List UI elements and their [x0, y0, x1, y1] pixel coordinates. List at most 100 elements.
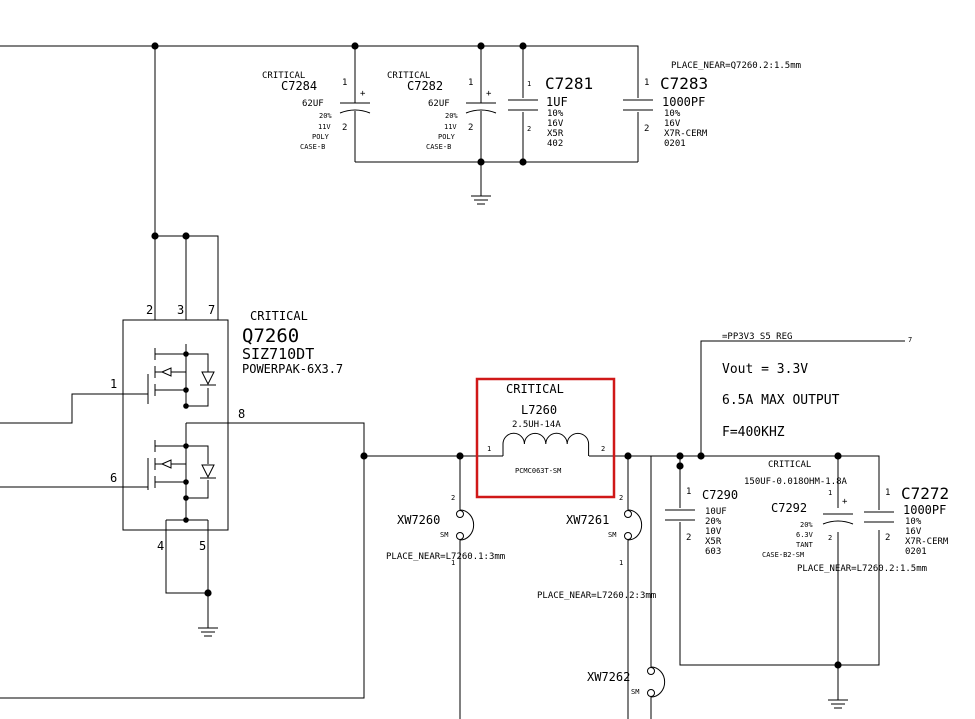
wires — [0, 45, 905, 719]
c7282-value: 62UF — [428, 99, 450, 109]
junction-dot — [151, 232, 159, 240]
source-ground-wire — [165, 530, 209, 594]
c7281-volt: 16V — [547, 119, 564, 129]
c7281-type: X5R — [547, 129, 564, 139]
junctions — [151, 42, 842, 669]
l7260-ref: L7260 — [521, 403, 557, 417]
capacitor-c7283: PLACE_NEAR=Q7260.2:1.5mm C7283 1000PF 10… — [623, 61, 801, 149]
c7284-pin1: 1 — [342, 78, 347, 88]
q7260-pin-5: 5 — [199, 539, 206, 553]
xw7262-sm: SM — [631, 688, 639, 696]
output-net: =PP3V3_S5_REG 7 Vout = 3.3V 6.5A MAX OUT… — [722, 332, 912, 440]
q7260-pin-3: 3 — [177, 303, 184, 317]
junction-dot — [477, 158, 485, 166]
c7284-tol: 20% — [319, 112, 332, 120]
c7281-tol: 10% — [547, 109, 564, 119]
junction-dot — [204, 589, 212, 597]
q7260-package: POWERPAK-6X3.7 — [242, 362, 343, 376]
c7290-type: X5R — [705, 537, 722, 547]
q7260-pin-4: 4 — [157, 539, 164, 553]
ground-symbol — [471, 190, 491, 205]
q7260-critical: CRITICAL — [250, 309, 308, 323]
c7284-type: POLY — [312, 133, 330, 141]
c7283-pin1: 1 — [644, 78, 649, 88]
net-pin: 7 — [908, 336, 912, 344]
note-vout: Vout = 3.3V — [722, 362, 808, 377]
c7290-pkg: 603 — [705, 547, 721, 557]
c7272-pkg: 0201 — [905, 547, 927, 557]
junction-dot — [182, 232, 190, 240]
c7272-place-note: PLACE_NEAR=L7260.2:1.5mm — [797, 564, 927, 574]
c7292-pin2: 2 — [828, 534, 832, 542]
c7284-pin2: 2 — [342, 123, 347, 133]
junction-dot — [456, 452, 464, 460]
junction-dot — [834, 661, 842, 669]
capacitor-c7281: C7281 1UF 10% 16V X5R 402 1 2 — [508, 74, 593, 149]
junction-dot — [477, 42, 485, 50]
note-max-output: 6.5A MAX OUTPUT — [722, 393, 840, 408]
note-frequency: F=400KHZ — [722, 425, 785, 440]
c7290-ref: C7290 — [702, 488, 738, 502]
c7282-volt: 11V — [444, 123, 457, 131]
c7292-tol: 20% — [800, 521, 813, 529]
c7292-pkg: CASE-B2-SM — [762, 551, 804, 559]
c7272-tol: 10% — [905, 517, 922, 527]
xw7261-pin1: 1 — [619, 559, 623, 567]
junction-dot — [519, 158, 527, 166]
c7290-pin2: 2 — [686, 533, 691, 543]
junction-dot — [834, 452, 842, 460]
c7284-pkg: CASE-B — [300, 143, 325, 151]
l7260-part: PCMC063T-SM — [515, 467, 561, 475]
shunt-xw7260: XW7260 SM 2 1 PLACE_NEAR=L7260.1:3mm — [386, 494, 505, 567]
c7292-ref: C7292 — [771, 501, 807, 515]
c7283-value: 1000PF — [662, 95, 705, 109]
c7284-ref: C7284 — [281, 79, 317, 93]
c7284-volt: 11V — [318, 123, 331, 131]
q7260-pin-8: 8 — [238, 407, 245, 421]
capacitor-c7284: CRITICAL C7284 62UF 20% 11V POLY CASE-B … — [262, 71, 371, 151]
c7281-pkg: 402 — [547, 139, 563, 149]
junction-dot — [151, 42, 159, 50]
xw7262-ref: XW7262 — [587, 670, 630, 684]
shunt-xw7261: XW7261 SM 2 1 PLACE_NEAR=L7260.2:3mm — [537, 494, 656, 601]
xw7260-place-note: PLACE_NEAR=L7260.1:3mm — [386, 552, 505, 562]
c7284-critical: CRITICAL — [262, 71, 305, 81]
c7282-critical: CRITICAL — [387, 71, 430, 81]
c7290-volt: 10V — [705, 527, 722, 537]
capacitor-c7292: CRITICAL 150UF-0.018OHM-1.8A C7292 20% 6… — [744, 460, 854, 559]
junction-dot — [676, 462, 684, 470]
cap-c7290-wire — [679, 456, 880, 666]
xw7260-sm: SM — [440, 531, 448, 539]
ground-symbol — [828, 698, 848, 709]
xw7261-ref: XW7261 — [566, 513, 609, 527]
c7283-ref: C7283 — [660, 74, 708, 93]
vout-tap-wire — [700, 340, 905, 456]
c7282-ref: C7282 — [407, 79, 443, 93]
c7283-volt: 16V — [664, 119, 681, 129]
c7282-pin2: 2 — [468, 123, 473, 133]
capacitor-c7282: CRITICAL C7282 62UF 20% 11V POLY CASE-B … — [387, 71, 497, 151]
q7260-pin-2: 2 — [146, 303, 153, 317]
q7260-pin-6: 6 — [110, 471, 117, 485]
q7260-part: SIZ710DT — [242, 345, 314, 363]
c7292-polarity: + — [842, 497, 848, 507]
junction-dot — [697, 452, 705, 460]
c7282-pin1: 1 — [468, 78, 473, 88]
capacitor-c7272: C7272 1000PF 10% 16V X7R-CERM 0201 1 2 P… — [797, 484, 949, 574]
c7281-pin2: 2 — [527, 125, 531, 133]
inductor-output-wire — [589, 455, 880, 512]
c7292-spec: 150UF-0.018OHM-1.8A — [744, 477, 848, 487]
c7282-type: POLY — [438, 133, 456, 141]
c7281-ref: C7281 — [545, 74, 593, 93]
c7272-ref: C7272 — [901, 484, 949, 503]
shunt-xw7262: XW7262 SM — [587, 666, 666, 698]
c7292-critical: CRITICAL — [768, 460, 811, 470]
capacitor-c7290: C7290 10UF 20% 10V X5R 603 1 2 — [665, 487, 738, 557]
c7290-tol: 20% — [705, 517, 722, 527]
c7283-tol: 10% — [664, 109, 681, 119]
q7260-pin-1: 1 — [110, 377, 117, 391]
junction-dot — [676, 452, 684, 460]
c7284-value: 62UF — [302, 99, 324, 109]
c7292-type: TANT — [796, 541, 814, 549]
